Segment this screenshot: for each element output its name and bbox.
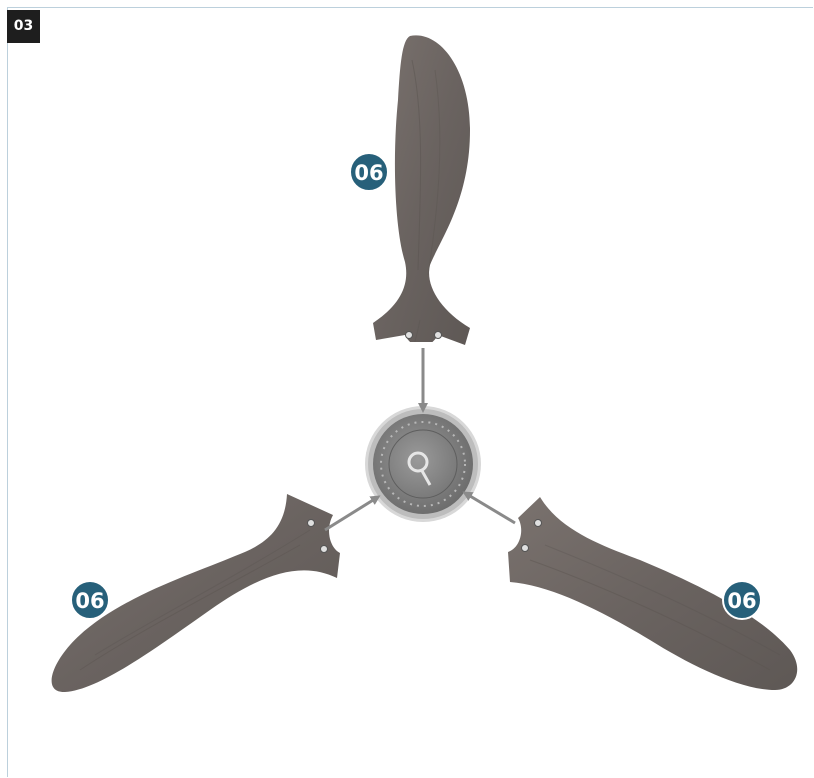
callout-label-top: 06 — [354, 161, 383, 185]
arrow-left-to-hub — [325, 497, 378, 530]
callout-badge-left: 06 — [71, 581, 109, 619]
arrow-right-to-hub — [465, 493, 515, 523]
callout-badge-right: 06 — [723, 581, 761, 619]
fan-motor-hub — [365, 406, 481, 522]
callout-label-left: 06 — [75, 589, 104, 613]
callout-badge-top: 06 — [350, 153, 388, 191]
callout-label-right: 06 — [727, 589, 756, 613]
fan-blade-top — [373, 35, 470, 349]
